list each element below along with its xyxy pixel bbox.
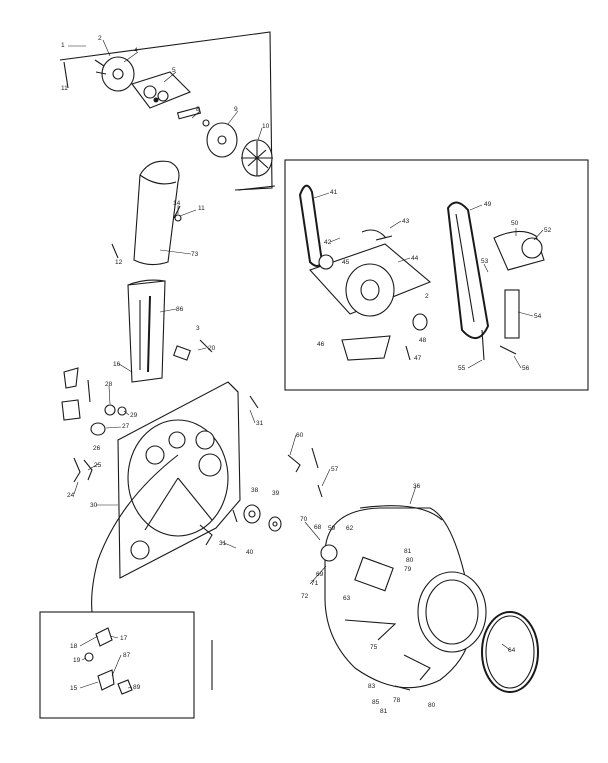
label-64: 64 xyxy=(508,647,516,654)
label-75: 75 xyxy=(370,644,378,651)
label-29: 29 xyxy=(130,412,138,419)
label-31-right: 31 xyxy=(256,420,264,427)
blower-assembly xyxy=(59,31,276,191)
main-callouts: 1 2 4 5 8 9 10 11 14 11 12 73 86 16 20 3… xyxy=(61,35,516,715)
label-54: 54 xyxy=(534,313,542,320)
label-17: 17 xyxy=(120,635,128,642)
label-30: 30 xyxy=(90,502,98,509)
label-48: 48 xyxy=(419,337,427,344)
label-15: 15 xyxy=(70,685,78,692)
lint-trap-housing xyxy=(127,279,213,383)
label-86: 86 xyxy=(176,306,184,313)
label-83: 83 xyxy=(368,683,376,690)
label-81-lower: 81 xyxy=(380,708,388,715)
motor-section-frame xyxy=(284,159,589,391)
label-11-top: 11 xyxy=(61,85,68,92)
label-53: 53 xyxy=(481,258,489,265)
label-78: 78 xyxy=(393,697,401,704)
label-40: 40 xyxy=(246,549,254,556)
label-20: 20 xyxy=(208,345,216,352)
label-43: 43 xyxy=(402,218,410,225)
label-81-upper: 81 xyxy=(404,548,412,555)
label-62: 62 xyxy=(346,525,354,532)
dryer-drum xyxy=(320,505,539,693)
label-70: 70 xyxy=(300,516,308,523)
label-72: 72 xyxy=(301,593,309,600)
inset-frame xyxy=(39,611,195,719)
label-44: 44 xyxy=(411,255,419,262)
label-9: 9 xyxy=(234,106,238,113)
blower-wheel-part xyxy=(101,56,135,92)
label-45: 45 xyxy=(342,259,350,266)
idler-bracket xyxy=(504,289,520,339)
label-31-lower: 31 xyxy=(219,540,227,547)
label-27: 27 xyxy=(122,423,130,430)
inset-callouts: 17 18 87 19 15 89 xyxy=(70,635,141,692)
label-19: 19 xyxy=(73,657,81,664)
label-87: 87 xyxy=(123,652,131,659)
label-59: 59 xyxy=(328,525,336,532)
label-12: 12 xyxy=(115,259,123,266)
drum-seal-ring xyxy=(481,611,539,693)
label-57: 57 xyxy=(331,466,339,473)
label-56: 56 xyxy=(522,365,530,372)
label-69: 69 xyxy=(316,571,324,578)
label-80-upper: 80 xyxy=(406,557,414,564)
drive-belt-long xyxy=(446,201,490,339)
label-10: 10 xyxy=(262,123,270,130)
label-28: 28 xyxy=(105,381,113,388)
motor-callouts: 41 42 43 44 45 46 47 48 49 50 52 53 54 5… xyxy=(313,189,552,372)
drum-opening xyxy=(417,571,487,653)
label-5: 5 xyxy=(172,67,176,74)
label-50: 50 xyxy=(511,220,519,227)
label-85: 85 xyxy=(372,699,380,706)
bearing-parts xyxy=(232,447,323,532)
label-11: 11 xyxy=(198,205,205,212)
idler-pulley xyxy=(521,237,543,259)
label-89: 89 xyxy=(133,684,141,691)
label-4: 4 xyxy=(134,47,138,54)
label-2: 2 xyxy=(98,35,102,42)
ignitor-inset xyxy=(39,611,213,719)
label-1: 1 xyxy=(61,42,65,49)
drive-belt-small xyxy=(298,184,324,267)
motor-body xyxy=(345,263,395,317)
label-42: 42 xyxy=(324,239,332,246)
label-68: 68 xyxy=(314,524,322,531)
label-16: 16 xyxy=(113,361,121,368)
label-47: 47 xyxy=(414,355,422,362)
label-46: 46 xyxy=(317,341,325,348)
label-60: 60 xyxy=(296,432,304,439)
label-52: 52 xyxy=(544,227,552,234)
label-38: 38 xyxy=(251,487,259,494)
rear-bulkhead xyxy=(91,381,259,613)
label-39: 39 xyxy=(272,490,280,497)
label-73: 73 xyxy=(191,251,199,258)
label-80-lower: 80 xyxy=(428,702,436,709)
label-14: 14 xyxy=(173,200,181,207)
label-49: 49 xyxy=(484,201,492,208)
label-3: 3 xyxy=(196,325,200,332)
label-18: 18 xyxy=(70,643,78,650)
label-55: 55 xyxy=(458,365,466,372)
label-41: 41 xyxy=(330,189,338,196)
label-25: 25 xyxy=(94,462,102,469)
small-parts-cluster xyxy=(61,367,127,483)
label-8: 8 xyxy=(196,106,200,113)
label-79: 79 xyxy=(404,566,412,573)
label-36: 36 xyxy=(413,483,421,490)
label-2-motor: 2 xyxy=(425,293,429,300)
exhaust-duct xyxy=(111,160,182,266)
label-24: 24 xyxy=(67,492,75,499)
label-63: 63 xyxy=(343,595,351,602)
label-26: 26 xyxy=(93,445,101,452)
pulley-part xyxy=(206,122,238,158)
label-71: 71 xyxy=(311,580,319,587)
